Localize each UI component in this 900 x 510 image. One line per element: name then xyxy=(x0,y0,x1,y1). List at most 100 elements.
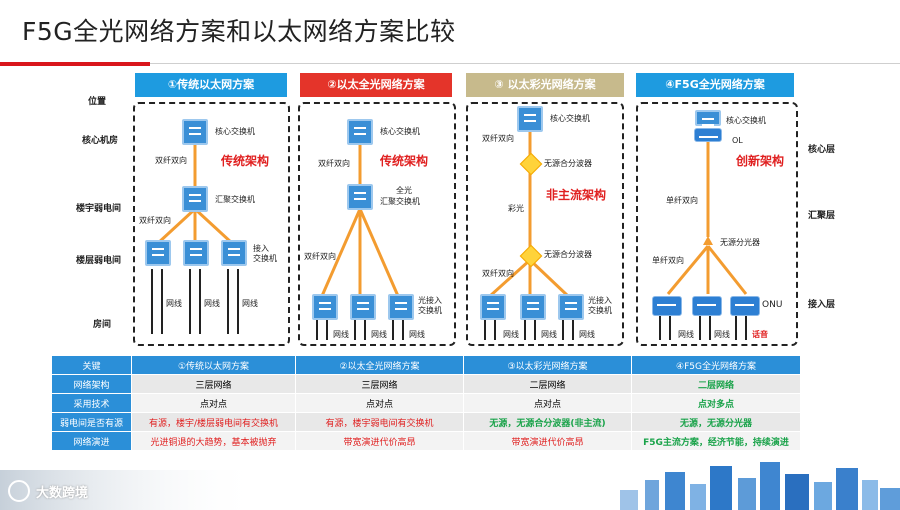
fiber-label: 单纤双向 xyxy=(666,196,698,205)
access-switch-label-2: 交换机 xyxy=(253,254,277,263)
passive-splitter-label: 无源分光器 xyxy=(720,238,760,247)
table-key-cell: 采用技术 xyxy=(51,393,132,413)
table-cell: 点对点 xyxy=(295,393,464,413)
passive-mux-label: 无源合分波器 xyxy=(544,159,592,168)
access-switch-icon xyxy=(183,240,209,266)
fiber-label-2: 双纤双向 xyxy=(482,269,514,278)
all-optical-aggregation-switch-icon xyxy=(347,184,373,210)
table-cell: 点对点 xyxy=(463,393,632,413)
color-light-label: 彩光 xyxy=(508,204,524,213)
core-switch-icon xyxy=(695,110,721,126)
table-cell: 带宽演进代价高昂 xyxy=(463,431,632,451)
olt-label: OL xyxy=(732,136,743,145)
comparison-table: 关键 ①传统以太网方案 ②以太全光网络方案 ③以太彩光网络方案 ④F5G全光网络… xyxy=(51,355,801,451)
aggregation-label-2: 汇聚交换机 xyxy=(380,197,420,206)
aggregation-switch-label: 汇聚交换机 xyxy=(215,195,255,204)
core-switch-icon xyxy=(347,119,373,145)
cable-label: 网线 xyxy=(678,330,694,339)
olt-icon xyxy=(694,128,722,142)
table-key-cell: 网络演进 xyxy=(51,431,132,451)
table-cell: 二层网络 xyxy=(631,374,801,394)
table-cell: 三层网络 xyxy=(295,374,464,394)
access-switch-label-1: 光接入 xyxy=(588,296,612,305)
panel-ethernet-all-optical: 核心交换机 双纤双向 传统架构 全光 汇聚交换机 双纤双向 光接入 交换机 网线… xyxy=(298,102,456,346)
page-title: F5G全光网络方案和以太网络方案比较 xyxy=(22,17,456,46)
cable-label: 网线 xyxy=(503,330,519,339)
panel-header-3: ③ 以太彩光网络方案 xyxy=(466,73,624,97)
brand-logo-text: 大数跨境 xyxy=(36,486,89,501)
layer-label-core: 核心层 xyxy=(808,145,836,155)
architecture-label: 传统架构 xyxy=(380,154,429,168)
panel-f5g-all-optical: 核心交换机 OL 创新架构 单纤双向 无源分光器 单纤双向 ONU 网线 网线 … xyxy=(636,102,798,346)
table-header-cell: ③以太彩光网络方案 xyxy=(463,355,632,375)
row-label-room: 房间 xyxy=(93,320,112,330)
table-header-cell: ①传统以太网方案 xyxy=(131,355,296,375)
table-cell: 带宽演进代价高昂 xyxy=(295,431,464,451)
fiber-label: 双纤双向 xyxy=(482,134,514,143)
table-row: 弱电间是否有源 有源，楼宇/楼层弱电间有交换机 有源，楼宇弱电间有交换机 无源，… xyxy=(51,412,801,432)
panel4-links xyxy=(659,134,748,340)
access-switch-icon xyxy=(145,240,171,266)
access-switch-label-2: 交换机 xyxy=(418,306,442,315)
table-row: 网络演进 光进铜退的大趋势，基本被抛弃 带宽演进代价高昂 带宽演进代价高昂 F5… xyxy=(51,431,801,451)
table-cell: 无源，无源分光器 xyxy=(631,412,801,432)
access-switch-label-1: 光接入 xyxy=(418,296,442,305)
table-header-cell: ④F5G全光网络方案 xyxy=(631,355,801,375)
core-switch-label: 核心交换机 xyxy=(726,116,766,125)
core-switch-icon xyxy=(182,119,208,145)
table-cell: 有源，楼宇/楼层弱电间有交换机 xyxy=(131,412,296,432)
cable-label: 网线 xyxy=(166,299,182,308)
onu-icon xyxy=(692,296,722,316)
panel-header-2: ②以太全光网络方案 xyxy=(300,73,452,97)
architecture-label: 创新架构 xyxy=(736,154,785,168)
panel1-links xyxy=(151,134,239,334)
brand-logo-icon xyxy=(8,480,30,502)
city-skyline-decoration xyxy=(0,462,900,510)
passive-mux-label-2: 无源合分波器 xyxy=(544,250,592,259)
table-cell: 无源，无源合分波器(非主流) xyxy=(463,412,632,432)
optical-access-switch-icon xyxy=(480,294,506,320)
core-switch-label: 核心交换机 xyxy=(550,114,590,123)
aggregation-label-1: 全光 xyxy=(396,186,412,195)
cable-label: 网线 xyxy=(714,330,730,339)
cable-label: 网线 xyxy=(371,330,387,339)
table-cell: 点对点 xyxy=(131,393,296,413)
onu-icon xyxy=(652,296,682,316)
cable-label: 网线 xyxy=(333,330,349,339)
table-cell: 光进铜退的大趋势，基本被抛弃 xyxy=(131,431,296,451)
panel-traditional-ethernet: 核心交换机 双纤双向 传统架构 汇聚交换机 双纤双向 接入 交换机 网线 网线 … xyxy=(133,102,290,346)
row-label-position: 位置 xyxy=(88,97,107,107)
title-underline-accent xyxy=(0,62,150,66)
fiber-label: 双纤双向 xyxy=(155,156,187,165)
core-switch-icon xyxy=(517,106,543,132)
aggregation-switch-icon xyxy=(182,186,208,212)
fiber-label: 双纤双向 xyxy=(318,159,350,168)
panel-header-1: ①传统以太网方案 xyxy=(135,73,287,97)
access-switch-label-2: 交换机 xyxy=(588,306,612,315)
onu-icon xyxy=(730,296,760,316)
fiber-label-2: 单纤双向 xyxy=(652,256,684,265)
optical-access-switch-icon xyxy=(312,294,338,320)
architecture-label: 非主流架构 xyxy=(546,188,607,202)
architecture-label: 传统架构 xyxy=(221,154,270,168)
table-cell: 有源，楼宇弱电间有交换机 xyxy=(295,412,464,432)
table-header-cell: 关键 xyxy=(51,355,132,375)
table-cell: F5G主流方案，经济节能，持续演进 xyxy=(631,431,801,451)
cable-label: 网线 xyxy=(204,299,220,308)
fiber-label-2: 双纤双向 xyxy=(139,216,171,225)
optical-access-switch-icon xyxy=(558,294,584,320)
core-switch-label: 核心交换机 xyxy=(380,127,420,136)
panel-header-4: ④F5G全光网络方案 xyxy=(636,73,794,97)
layer-label-aggregation: 汇聚层 xyxy=(808,211,836,221)
optical-access-switch-icon xyxy=(350,294,376,320)
table-key-cell: 弱电间是否有源 xyxy=(51,412,132,432)
fiber-label-2: 双纤双向 xyxy=(304,252,336,261)
panel-ethernet-color-optical: 核心交换机 双纤双向 无源合分波器 非主流架构 彩光 无源合分波器 双纤双向 光… xyxy=(466,102,624,346)
row-label-building: 楼宇弱电间 xyxy=(76,204,122,214)
table-header-cell: ②以太全光网络方案 xyxy=(295,355,464,375)
cable-label: 网线 xyxy=(541,330,557,339)
table-row: 网络架构 三层网络 三层网络 二层网络 二层网络 xyxy=(51,374,801,394)
title-underline xyxy=(150,63,900,64)
table-cell: 点对多点 xyxy=(631,393,801,413)
optical-access-switch-icon xyxy=(520,294,546,320)
